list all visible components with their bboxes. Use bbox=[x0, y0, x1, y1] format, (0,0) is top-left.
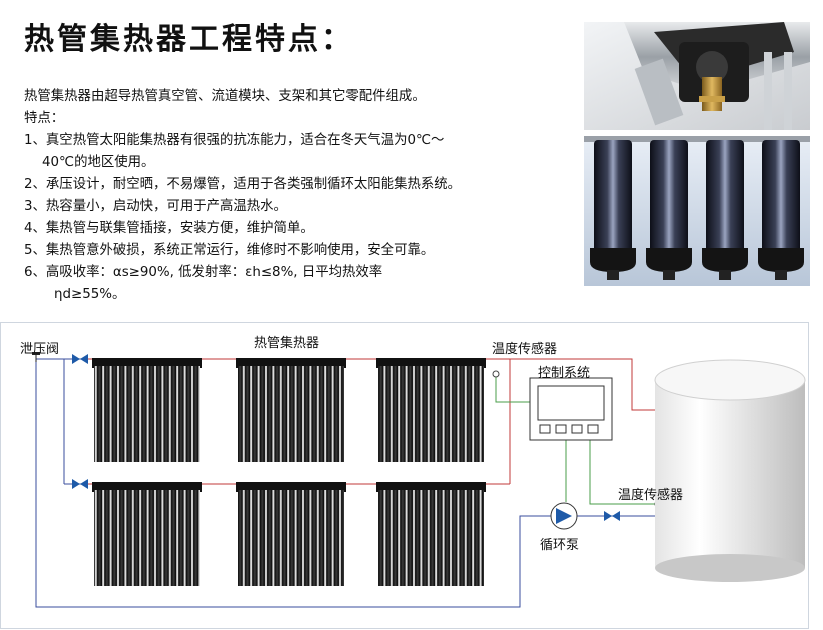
signal-line bbox=[495, 374, 656, 505]
page-title: 热管集热器工程特点： bbox=[24, 22, 354, 57]
relief-valve-icon bbox=[32, 352, 40, 355]
feature-6: 6、高吸收率：αs≥90%, 低发射率：εh≤8%, 日平均热效率 bbox=[24, 265, 383, 280]
feature-3: 3、热容量小，启动快，可用于产高温热水。 bbox=[24, 199, 287, 214]
temp-sensor-top-label: 温度传感器 bbox=[492, 342, 558, 357]
feature-2: 2、承压设计，耐空晒，不易爆管，适用于各类强制循环太阳能集热系统。 bbox=[24, 177, 462, 192]
relief-valve-label: 泄压阀 bbox=[20, 342, 60, 357]
storage-tank bbox=[654, 359, 806, 582]
pump-icon bbox=[550, 502, 578, 530]
intro-text: 热管集热器由超导热管真空管、流道模块、支架和其它零配件组成。 bbox=[24, 89, 426, 104]
controller-box bbox=[529, 377, 613, 441]
system-diagram bbox=[0, 322, 809, 629]
feature-4: 4、集热管与联集管插接，安装方便，维护简单。 bbox=[24, 221, 314, 236]
temp-sensor-icon bbox=[492, 370, 500, 378]
collector-panels-top bbox=[92, 358, 486, 462]
features-text: 热管集热器由超导热管真空管、流道模块、支架和其它零配件组成。 特点： 1、真空热… bbox=[24, 86, 584, 306]
pump-label: 循环泵 bbox=[540, 538, 580, 553]
control-system-label: 控制系统 bbox=[538, 366, 591, 381]
header-fitting-photo bbox=[584, 22, 810, 130]
heat-pipe-tubes-photo bbox=[584, 136, 810, 286]
collector-label: 热管集热器 bbox=[254, 336, 320, 351]
collector-panels-bottom bbox=[92, 482, 486, 586]
feature-5: 5、集热管意外破损，系统正常运行，维修时不影响使用，安全可靠。 bbox=[24, 243, 435, 258]
feature-1-cont: 40℃的地区使用。 bbox=[42, 155, 155, 170]
feature-1: 1、真空热管太阳能集热器有很强的抗冻能力，适合在冬天气温为0℃～ bbox=[24, 133, 445, 148]
feature-6-cont: ηd≥55%。 bbox=[54, 287, 126, 302]
temp-sensor-tank-label: 温度传感器 bbox=[618, 488, 684, 503]
valve-icon bbox=[72, 354, 620, 521]
features-label: 特点： bbox=[24, 111, 65, 126]
